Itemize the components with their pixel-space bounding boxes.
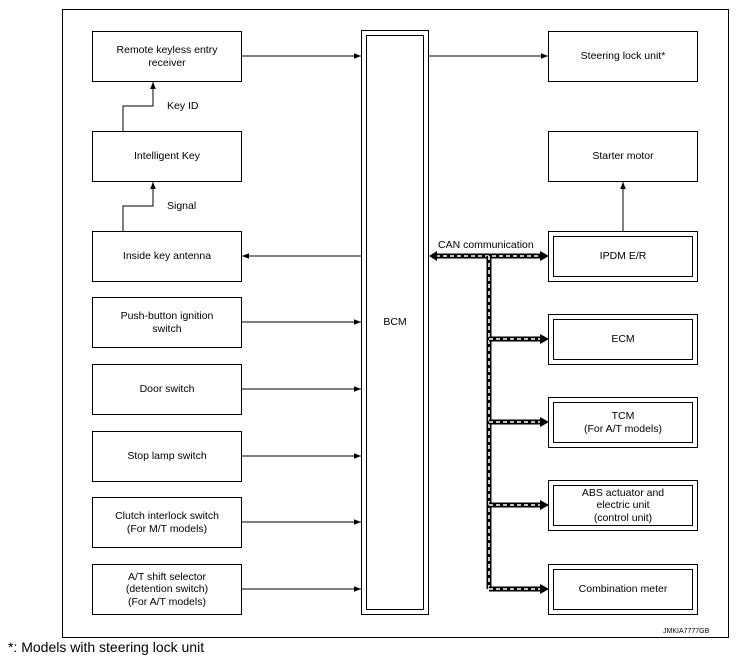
tcm-outer: TCM (For A/T models) bbox=[548, 397, 698, 448]
remote-keyless-entry-receiver-box: Remote keyless entry receiver bbox=[92, 31, 242, 82]
signal-label: Signal bbox=[167, 200, 197, 212]
key-id-label: Key ID bbox=[167, 100, 199, 112]
stop-lamp-switch-box: Stop lamp switch bbox=[92, 431, 242, 482]
abs-actuator-box: ABS actuator and electric unit (control … bbox=[553, 485, 693, 526]
push-button-ignition-switch-box: Push-button ignition switch bbox=[92, 297, 242, 348]
can-bus bbox=[429, 251, 549, 594]
at-shift-selector-box: A/T shift selector (detention switch) (F… bbox=[92, 564, 242, 615]
arrow-signal bbox=[122, 182, 156, 231]
ecm-box: ECM bbox=[553, 319, 693, 360]
door-switch-box: Door switch bbox=[92, 364, 242, 415]
inside-key-antenna-box: Inside key antenna bbox=[92, 231, 242, 282]
combination-meter-outer: Combination meter bbox=[548, 564, 698, 615]
ipdm-outer: IPDM E/R bbox=[548, 231, 698, 282]
figure-code: JMKIA7777GB bbox=[663, 628, 710, 635]
diagram-frame bbox=[62, 9, 729, 638]
steering-lock-unit-box: Steering lock unit* bbox=[548, 31, 698, 82]
can-communication-label: CAN communication bbox=[438, 239, 534, 251]
starter-motor-box: Starter motor bbox=[548, 131, 698, 182]
abs-outer: ABS actuator and electric unit (control … bbox=[548, 480, 698, 531]
bcm-outer: BCM bbox=[361, 30, 429, 615]
clutch-interlock-switch-box: Clutch interlock switch (For M/T models) bbox=[92, 497, 242, 548]
footnote: *: Models with steering lock unit bbox=[8, 639, 205, 655]
bcm-box: BCM bbox=[366, 35, 424, 610]
tcm-box: TCM (For A/T models) bbox=[553, 402, 693, 443]
arrow-key-id bbox=[122, 82, 156, 131]
ipdm-box: IPDM E/R bbox=[553, 236, 693, 277]
ecm-outer: ECM bbox=[548, 314, 698, 365]
intelligent-key-box: Intelligent Key bbox=[92, 131, 242, 182]
combination-meter-box: Combination meter bbox=[553, 569, 693, 610]
